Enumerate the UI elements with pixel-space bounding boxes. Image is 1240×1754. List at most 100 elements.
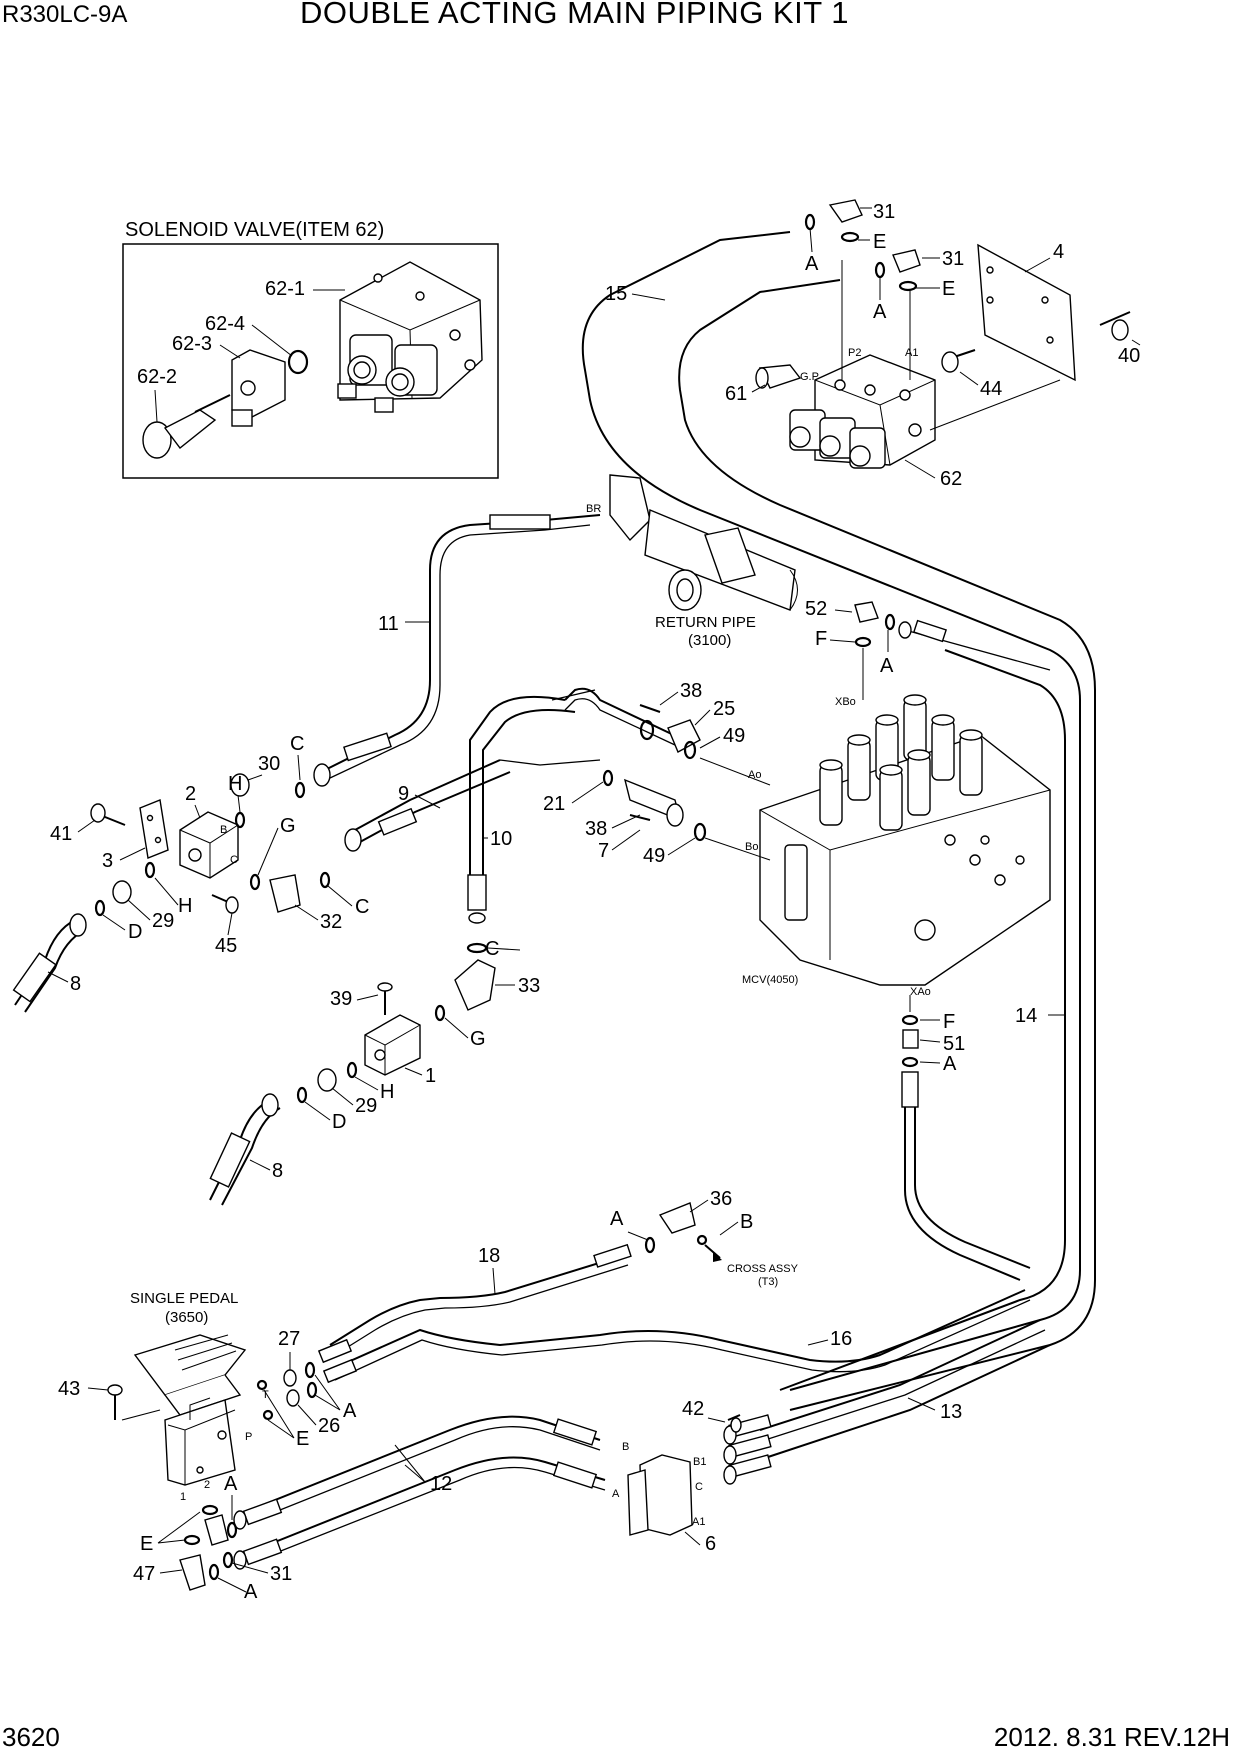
mcv-caption: MCV(4050): [742, 974, 798, 986]
callout-F2: F: [943, 1011, 955, 1033]
callout-A4: A: [943, 1053, 957, 1075]
callout-C1: C: [290, 733, 304, 755]
callout-G2: G: [470, 1028, 486, 1050]
page-number: 3620: [2, 1722, 60, 1752]
callout-B1: B: [740, 1211, 753, 1233]
callout-F1: F: [815, 628, 827, 650]
bolt-39: [377, 982, 393, 992]
callout-12: 12: [430, 1473, 452, 1495]
callout-4: 4: [1053, 241, 1064, 263]
plug-45: [225, 896, 239, 914]
plate-3: [139, 799, 169, 859]
port-c2: C: [695, 1481, 703, 1493]
oring-62-4: [287, 349, 309, 375]
bolt-41: [90, 803, 106, 823]
inset-caption: SOLENOID VALVE(ITEM 62): [125, 219, 384, 241]
pedal-body: [164, 1399, 236, 1486]
elbow-47: [179, 1554, 206, 1591]
port-a1: A1: [905, 347, 918, 359]
callout-42: 42: [682, 1398, 704, 1420]
page-title: DOUBLE ACTING MAIN PIPING KIT 1: [300, 0, 849, 30]
callout-18: 18: [478, 1245, 500, 1267]
return-pipe-ref: (3100): [688, 632, 731, 649]
callout-2: 2: [185, 783, 196, 805]
hose-15: 15: [581, 231, 1096, 1411]
callout-H1: H: [228, 773, 242, 795]
callout-38-a: 38: [680, 680, 702, 702]
callout-31-c: 31: [270, 1563, 292, 1585]
single-pedal-caption: SINGLE PEDAL: [130, 1290, 238, 1307]
port-a1b: A1: [692, 1516, 705, 1528]
single-pedal-3650: SINGLE PEDAL (3650) T P 1 2 43 27 26 A E: [58, 1290, 358, 1603]
coil-62-3: [231, 349, 286, 419]
block-1-group: C 33 39 G 1 H 29 D 8: [209, 938, 540, 1206]
callout-15: 15: [605, 283, 627, 305]
port-br: BR: [586, 503, 601, 515]
callout-62-3: 62-3: [172, 333, 212, 355]
callout-E3: E: [296, 1428, 309, 1450]
return-pipe: BR RETURN PIPE (3100): [586, 474, 798, 649]
bolt-44: [941, 351, 959, 373]
elbow-32: [269, 874, 301, 913]
port-b2: B: [622, 1441, 629, 1453]
block-1: [364, 1014, 421, 1076]
callout-29-a: 29: [152, 910, 174, 932]
callout-3: 3: [102, 850, 113, 872]
cross-assy-ref: (T3): [758, 1276, 778, 1288]
mcv-spools: [819, 694, 983, 831]
bolt-40: [1111, 319, 1129, 341]
callout-44: 44: [980, 378, 1002, 400]
bolt-43: [107, 1384, 123, 1396]
port-b1: B1: [693, 1456, 706, 1468]
bolt-42: [730, 1417, 742, 1433]
port-xbo: XBo: [835, 696, 856, 708]
adapter-51: [902, 1029, 919, 1049]
elbow-31-lower-pedal: [204, 1514, 229, 1546]
callout-31-b: 31: [942, 248, 964, 270]
callout-H3: H: [380, 1081, 394, 1103]
adapter-26: [286, 1389, 300, 1407]
port-xao: XAo: [910, 986, 931, 998]
port-two: 2: [204, 1479, 210, 1491]
callout-51: 51: [943, 1033, 965, 1055]
callout-C2: C: [355, 896, 369, 918]
lower-hoses: CROSS ASSY (T3) A 36 B 18 16 13 12: [233, 1188, 1051, 1570]
solenoid-valve-62: P2 A1 G.P 31 E A 31 E A 4 40: [725, 199, 1141, 490]
callout-25: 25: [713, 698, 735, 720]
port-p2: P2: [848, 347, 861, 359]
callout-H2: H: [178, 895, 192, 917]
callout-32: 32: [320, 911, 342, 933]
callout-39: 39: [330, 988, 352, 1010]
callout-62-1: 62-1: [265, 278, 305, 300]
model-number: R330LC-9A: [2, 1, 128, 28]
solenoid-valve-inset: SOLENOID VALVE(ITEM 62) 62-1 62-4 62-3 6…: [122, 219, 499, 479]
callout-9: 9: [398, 783, 409, 805]
callout-49-b: 49: [643, 845, 665, 867]
mcv-4050: XBo Ao Bo XAo MCV(4050) 52 F A F 51 A: [742, 598, 1051, 1281]
callout-7: 7: [598, 840, 609, 862]
callout-A3: A: [880, 655, 894, 677]
elbow-33: [454, 959, 496, 1011]
callout-16: 16: [830, 1328, 852, 1350]
callout-E-a: E: [873, 231, 886, 253]
port-bo: Bo: [745, 841, 758, 853]
port-gp: G.P: [800, 371, 819, 383]
callout-6: 6: [705, 1533, 716, 1555]
port-a: A: [612, 1488, 620, 1500]
block-2-group: B C 30 C H 2 41 3 G C 32 H 29 D 45 8: [12, 733, 369, 1013]
callout-41: 41: [50, 823, 72, 845]
callout-D1: D: [128, 921, 142, 943]
port-one: 1: [180, 1491, 186, 1503]
callout-10: 10: [490, 828, 512, 850]
callout-A-a: A: [805, 253, 819, 275]
callout-E4: E: [140, 1533, 153, 1555]
callout-13: 13: [940, 1401, 962, 1423]
callout-38-b: 38: [585, 818, 607, 840]
callout-47: 47: [133, 1563, 155, 1585]
elbow-31-upper: [828, 199, 863, 223]
port-t: T: [262, 1389, 269, 1401]
callout-C3: C: [485, 938, 499, 960]
callout-43: 43: [58, 1378, 80, 1400]
callout-A8: A: [244, 1581, 258, 1603]
